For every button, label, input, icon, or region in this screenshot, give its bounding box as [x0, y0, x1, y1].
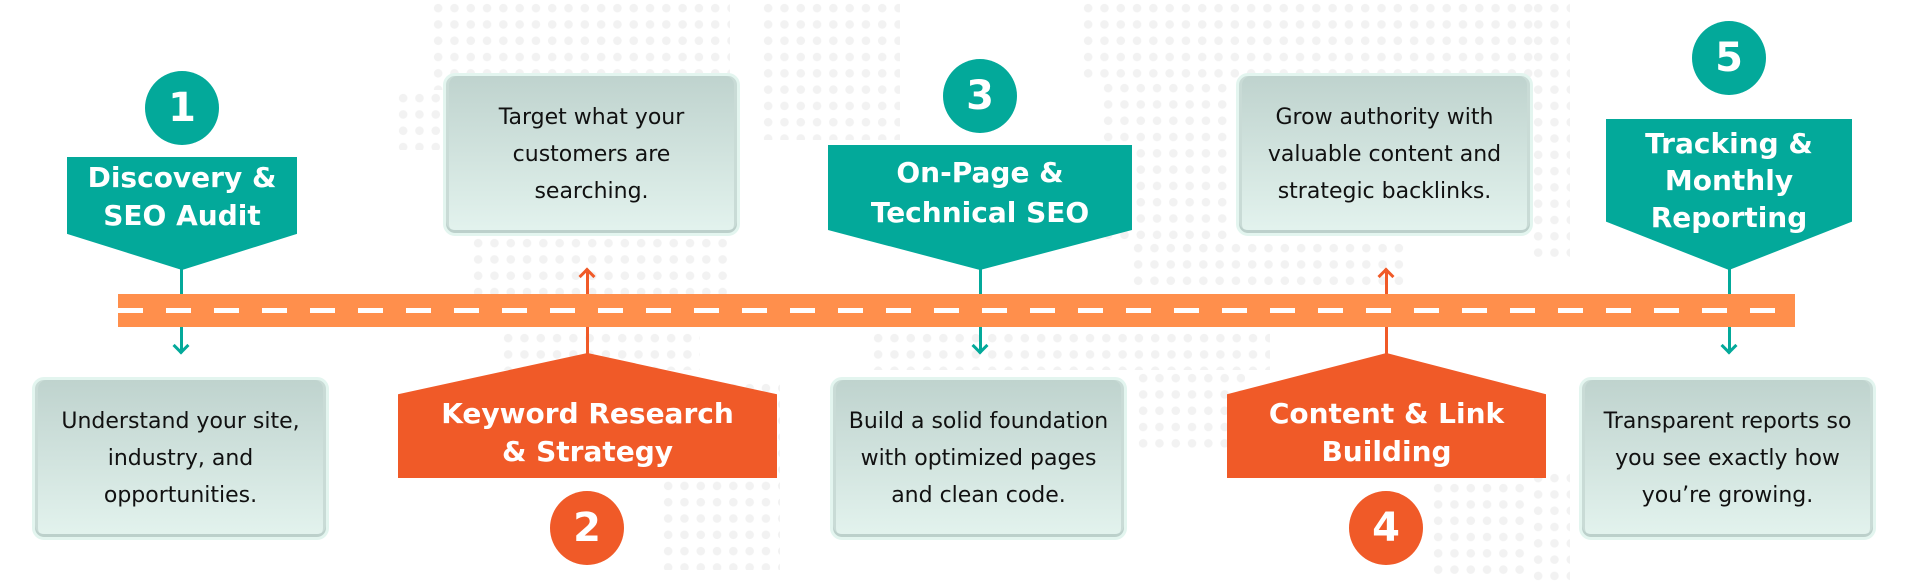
step-3-title-line: Technical SEO [870, 196, 1090, 229]
step-5-title-line: Tracking & [1645, 127, 1813, 160]
step-3-title-banner: On-Page & Technical SEO [828, 145, 1132, 270]
step-5-number-badge: 5 [1692, 21, 1766, 95]
step-5-title-line: Reporting [1650, 201, 1808, 234]
dot-region [760, 0, 900, 140]
dot-region [870, 330, 1270, 370]
step-1-description: Understand your site, industry, and oppo… [61, 409, 300, 508]
step-4-number-badge: 4 [1349, 491, 1423, 565]
dot-region [1530, 0, 1570, 260]
step-1-arrow-icon [172, 337, 190, 355]
step-2-title-line: & Strategy [501, 435, 674, 468]
dot-region [1130, 240, 1410, 290]
step-4-title-line: Content & Link [1268, 397, 1505, 430]
step-5-title-line: Monthly [1664, 164, 1794, 197]
step-4-title-banner: Content & Link Building [1227, 353, 1546, 478]
step-1-title-line: SEO Audit [103, 199, 261, 232]
step-2-description: Target what your customers are searching… [498, 105, 685, 204]
step-4-description: Grow authority with valuable content and… [1267, 105, 1502, 204]
step-5-title-banner: Tracking & Monthly Reporting [1606, 119, 1852, 270]
step-1-title-line: Discovery & [87, 161, 277, 194]
step-2-title-banner: Keyword Research & Strategy [398, 353, 777, 478]
step-3-title-line: On-Page & [896, 156, 1064, 189]
step-5-description: Transparent reports so you see exactly h… [1603, 409, 1852, 508]
step-5-description-box: Transparent reports so you see exactly h… [1579, 377, 1876, 540]
step-5-arrow-icon [1720, 337, 1738, 355]
step-2-number-badge: 2 [550, 491, 624, 565]
step-2-description-box: Target what your customers are searching… [443, 73, 740, 236]
step-3-description: Build a solid foundation with optimized … [848, 409, 1109, 508]
step-2-title-line: Keyword Research [441, 397, 734, 430]
timeline-road [118, 294, 1795, 327]
road-centerline [118, 308, 1795, 313]
dot-region [470, 235, 730, 295]
step-1-number-badge: 1 [145, 71, 219, 145]
step-4-title-line: Building [1321, 435, 1452, 468]
dot-region [1080, 0, 1540, 80]
step-3-number-badge: 3 [943, 59, 1017, 133]
step-1-title-banner: Discovery & SEO Audit [67, 157, 297, 270]
step-1-description-box: Understand your site, industry, and oppo… [32, 377, 329, 540]
step-4-description-box: Grow authority with valuable content and… [1236, 73, 1533, 236]
dot-region [1530, 470, 1570, 582]
step-3-description-box: Build a solid foundation with optimized … [830, 377, 1127, 540]
dot-region [1135, 370, 1245, 450]
dot-region [1430, 480, 1530, 580]
